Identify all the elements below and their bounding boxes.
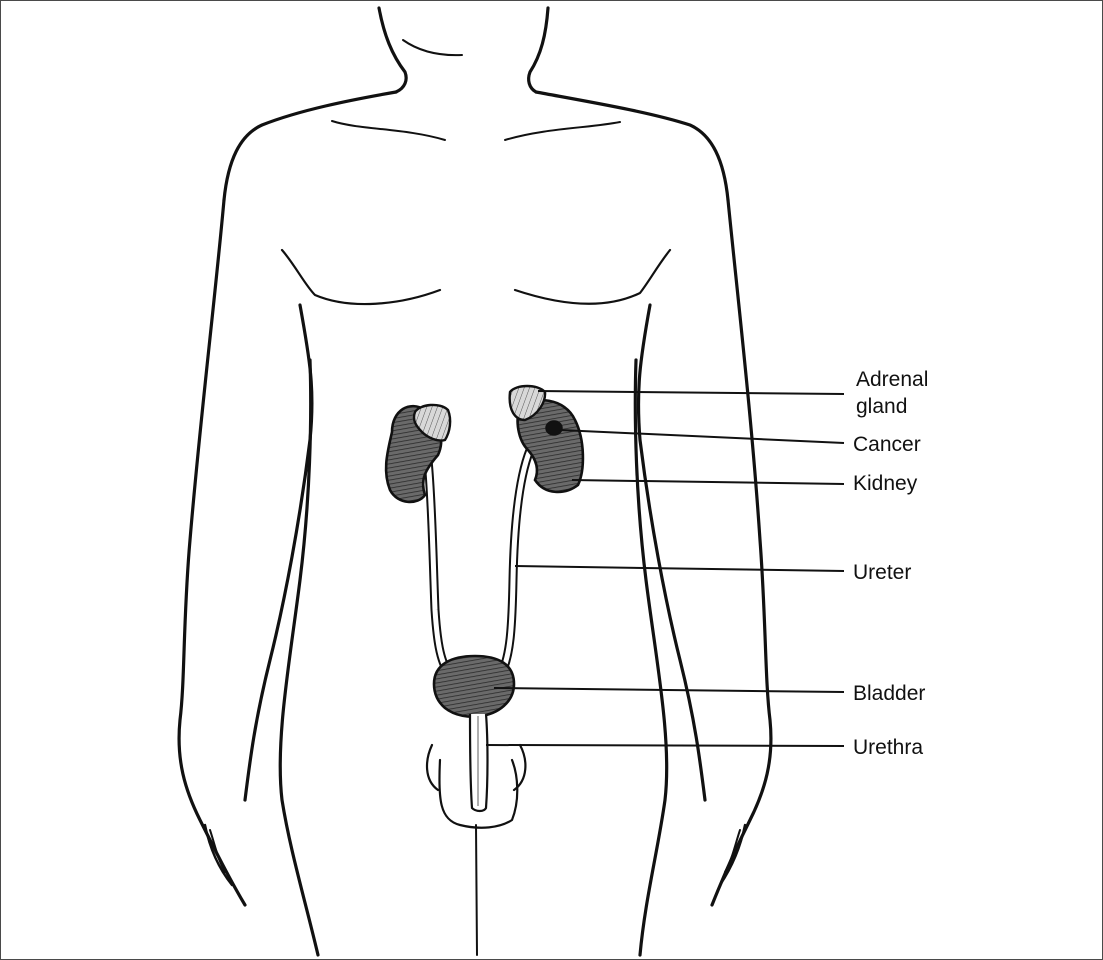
left-ureter-core xyxy=(428,460,448,672)
leader-bladder xyxy=(494,688,844,692)
bladder xyxy=(434,656,514,717)
left-shoulder xyxy=(224,92,396,200)
right-shoulder xyxy=(536,92,728,200)
leader-kidney xyxy=(572,480,844,484)
right-arm-outer xyxy=(712,200,771,905)
leader-ureter xyxy=(515,566,844,571)
right-clavicle xyxy=(505,122,620,140)
left-pec xyxy=(282,250,440,304)
label-cancer: Cancer xyxy=(853,433,921,456)
label-ureter: Ureter xyxy=(853,561,911,584)
urinary-system xyxy=(386,386,583,811)
neck-left xyxy=(379,8,406,92)
torso-left xyxy=(280,360,318,955)
leader-adrenal xyxy=(538,391,844,394)
urethra xyxy=(470,714,488,811)
label-kidney: Kidney xyxy=(853,472,918,495)
left-clavicle xyxy=(332,121,445,140)
left-arm-outer xyxy=(179,200,245,905)
label-adrenal-line1: Adrenal xyxy=(856,368,928,391)
label-adrenal-line2: gland xyxy=(856,395,907,418)
leader-cancer xyxy=(560,430,844,443)
leader-urethra xyxy=(486,745,844,746)
chin xyxy=(403,40,462,55)
inner-leg xyxy=(476,825,477,955)
labels: Adrenal gland Cancer Kidney Ureter Bladd… xyxy=(853,368,928,759)
groin-left xyxy=(427,745,438,790)
cancer-tumor xyxy=(546,421,562,435)
neck-right xyxy=(529,8,548,92)
right-pec xyxy=(515,250,670,304)
label-bladder: Bladder xyxy=(853,682,925,705)
label-urethra: Urethra xyxy=(853,736,923,759)
groin-right xyxy=(514,745,525,790)
right-arm-inner xyxy=(638,305,705,800)
